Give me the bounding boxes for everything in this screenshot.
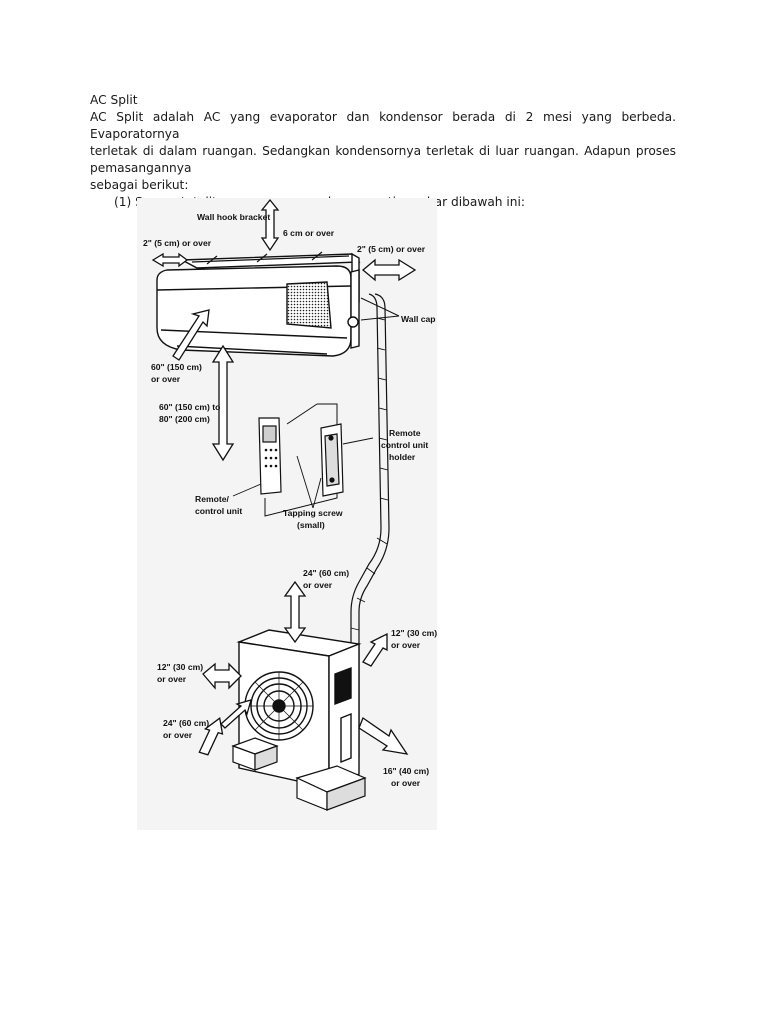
label-holder-2: control unit: [381, 440, 428, 450]
refrigerant-pipe: [350, 293, 390, 758]
label-right-clearance: 2" (5 cm) or over: [357, 244, 426, 254]
label-wall-cap: Wall cap: [401, 314, 436, 324]
diagram-labels: Wall hook bracket 6 cm or over 2" (5 cm)…: [143, 212, 437, 788]
label-left-clearance: 2" (5 cm) or over: [143, 238, 212, 248]
label-height-1: 60" (150 cm) to: [159, 402, 220, 412]
outdoor-base-blocks: [231, 737, 367, 811]
label-out-front-1: 24" (60 cm): [163, 718, 209, 728]
remote-holder: [320, 423, 344, 497]
label-out-front-2: or over: [163, 730, 193, 740]
paragraph-line: pemasangannya: [90, 161, 192, 175]
label-screw-2: (small): [297, 520, 325, 530]
wall-cap-pointers: [360, 297, 400, 321]
label-wall-hook-bracket: Wall hook bracket: [197, 212, 270, 222]
wall-hook-bracket: [191, 251, 350, 265]
label-out-left-1: 12" (30 cm): [157, 662, 203, 672]
label-out-back-2: or over: [391, 778, 421, 788]
ac-installation-diagram: Wall hook bracket 6 cm or over 2" (5 cm)…: [137, 198, 437, 830]
doc-title: AC Split: [90, 93, 138, 107]
paragraph-line: terletak di dalam ruangan. Sedangkan kon…: [90, 144, 676, 158]
label-out-back-1: 16" (40 cm): [383, 766, 429, 776]
label-out-top-1: 24" (60 cm): [303, 568, 349, 578]
label-out-right-1: 12" (30 cm): [391, 628, 437, 638]
paragraph-line: AC Split adalah AC yang evaporator dan k…: [90, 110, 676, 141]
label-height-2: 80" (200 cm): [159, 414, 210, 424]
label-remote-2: control unit: [195, 506, 242, 516]
diagram-svg: Wall hook bracket 6 cm or over 2" (5 cm)…: [143, 198, 437, 811]
label-holder-1: Remote: [389, 428, 421, 438]
text-block: AC Split AC Split adalah AC yang evapora…: [90, 92, 676, 211]
label-out-left-2: or over: [157, 674, 187, 684]
label-out-top-2: or over: [303, 580, 333, 590]
label-front-clearance-1: 60" (150 cm): [151, 362, 202, 372]
label-top-clearance: 6 cm or over: [283, 228, 335, 238]
label-front-clearance-2: or over: [151, 374, 181, 384]
label-out-right-2: or over: [391, 640, 421, 650]
label-holder-3: holder: [389, 452, 416, 462]
paragraph-line: sebagai berikut:: [90, 178, 189, 192]
pointer-lines: [232, 437, 374, 509]
outdoor-clearance-arrows: [198, 580, 409, 756]
label-screw-1: Tapping screw: [283, 508, 343, 518]
remote-control: [258, 417, 282, 495]
wall-plane: [264, 403, 338, 517]
indoor-clearance-arrows: [151, 198, 417, 462]
label-remote-1: Remote/: [195, 494, 230, 504]
